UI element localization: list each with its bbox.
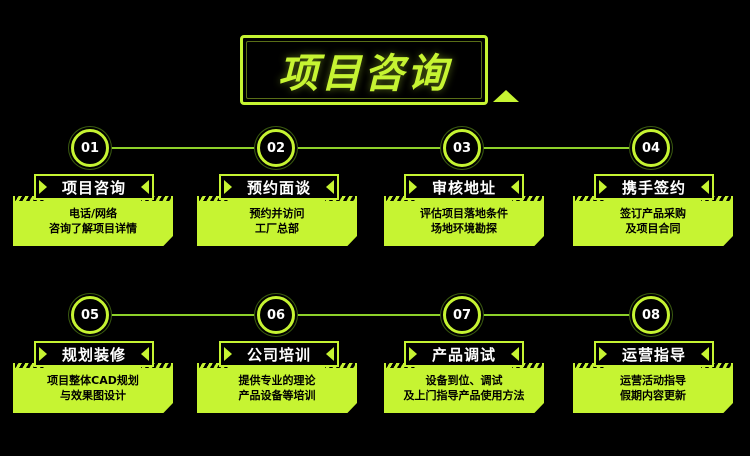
- step-desc-line: 签订产品采购: [620, 207, 686, 220]
- step-number-06: 06: [257, 296, 295, 334]
- step-tab-01: 项目咨询: [34, 174, 154, 200]
- title-arrow-icon: [493, 90, 519, 102]
- tab-arrow-icon: [701, 180, 709, 194]
- page-title: 项目咨询: [278, 51, 450, 97]
- step-title: 规划装修: [61, 345, 126, 364]
- step-title: 产品调试: [431, 345, 496, 364]
- step-card-08: 运营活动指导 假期内容更新: [573, 363, 733, 413]
- step-tab-06: 公司培训: [219, 341, 339, 367]
- tab-arrow-icon: [39, 180, 47, 194]
- tab-arrow-icon: [701, 347, 709, 361]
- step-number-01: 01: [71, 129, 109, 167]
- row-1-connector: [110, 147, 644, 149]
- step-card-05: 项目整体CAD规划 与效果图设计: [13, 363, 173, 413]
- tab-arrow-icon: [409, 347, 417, 361]
- step-desc-line: 项目整体CAD规划: [47, 374, 139, 387]
- step-desc-line: 提供专业的理论: [238, 374, 316, 387]
- tab-arrow-icon: [409, 180, 417, 194]
- tab-arrow-icon: [39, 347, 47, 361]
- step-desc-line: 工厂总部: [255, 222, 299, 235]
- step-tab-05: 规划装修: [34, 341, 154, 367]
- step-desc-line: 预约并访问: [249, 207, 305, 220]
- step-desc-line: 场地环境勘探: [431, 222, 497, 235]
- step-desc-line: 运营活动指导: [620, 374, 686, 387]
- step-title: 项目咨询: [61, 178, 126, 197]
- step-card-04: 签订产品采购 及项目合同: [573, 196, 733, 246]
- tab-arrow-icon: [326, 180, 334, 194]
- title-frame: 项目咨询: [240, 35, 488, 105]
- step-tab-08: 运营指导: [594, 341, 714, 367]
- step-number-02: 02: [257, 129, 295, 167]
- row-2-connector: [110, 314, 644, 316]
- step-title: 运营指导: [621, 345, 686, 364]
- step-title: 公司培训: [246, 345, 311, 364]
- step-desc-line: 假期内容更新: [620, 389, 686, 402]
- step-number-08: 08: [632, 296, 670, 334]
- tab-arrow-icon: [141, 347, 149, 361]
- tab-arrow-icon: [326, 347, 334, 361]
- tab-arrow-icon: [511, 180, 519, 194]
- step-desc-line: 及项目合同: [625, 222, 681, 235]
- step-title: 预约面谈: [246, 178, 311, 197]
- tab-arrow-icon: [511, 347, 519, 361]
- tab-arrow-icon: [599, 180, 607, 194]
- step-number-05: 05: [71, 296, 109, 334]
- step-number-03: 03: [443, 129, 481, 167]
- step-tab-03: 审核地址: [404, 174, 524, 200]
- step-desc-line: 与效果图设计: [60, 389, 126, 402]
- step-title: 审核地址: [431, 178, 496, 197]
- step-tab-04: 携手签约: [594, 174, 714, 200]
- tab-arrow-icon: [224, 347, 232, 361]
- step-desc-line: 评估项目落地条件: [420, 207, 508, 220]
- tab-arrow-icon: [224, 180, 232, 194]
- step-desc-line: 电话/网络: [68, 207, 118, 220]
- step-card-02: 预约并访问 工厂总部: [197, 196, 357, 246]
- step-card-01: 电话/网络 咨询了解项目详情: [13, 196, 173, 246]
- step-desc-line: 及上门指导产品使用方法: [403, 389, 525, 402]
- step-number-04: 04: [632, 129, 670, 167]
- step-number-07: 07: [443, 296, 481, 334]
- tab-arrow-icon: [599, 347, 607, 361]
- step-tab-02: 预约面谈: [219, 174, 339, 200]
- step-desc-line: 咨询了解项目详情: [49, 222, 137, 235]
- tab-arrow-icon: [141, 180, 149, 194]
- step-desc-line: 产品设备等培训: [238, 389, 316, 402]
- step-card-06: 提供专业的理论 产品设备等培训: [197, 363, 357, 413]
- step-card-03: 评估项目落地条件 场地环境勘探: [384, 196, 544, 246]
- step-tab-07: 产品调试: [404, 341, 524, 367]
- step-card-07: 设备到位、调试 及上门指导产品使用方法: [384, 363, 544, 413]
- step-desc-line: 设备到位、调试: [425, 374, 503, 387]
- step-title: 携手签约: [621, 178, 686, 197]
